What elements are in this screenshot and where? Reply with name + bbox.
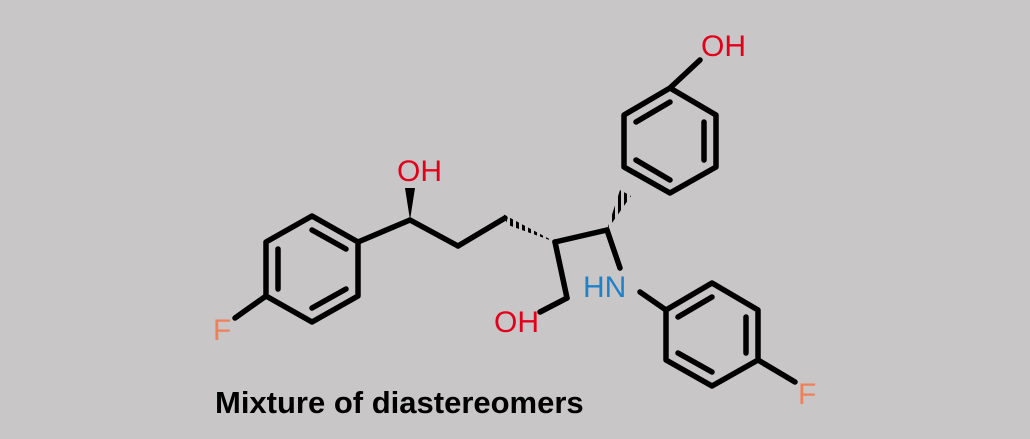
wedge-bond-benzylic-oh [405, 188, 415, 220]
atom-label-f-right: F [798, 378, 816, 411]
atom-label-f-left: F [213, 314, 231, 347]
atom-label-oh-benzylic: OH [397, 155, 442, 188]
caption: Mixture of diastereomers [215, 385, 584, 420]
bond-ring-to-f-left [232, 293, 269, 321]
carbon-chain [355, 215, 669, 315]
atom-label-oh-top: OH [701, 30, 746, 63]
phenol-ring [621, 85, 719, 196]
atom-label-hn: HN [583, 271, 626, 304]
hashed-bond-chain [503, 214, 555, 242]
right-fluorophenyl-ring [663, 280, 761, 389]
left-fluorophenyl-ring [263, 213, 361, 325]
bond-ring-to-f-right [755, 357, 798, 385]
hashed-bond-aryl [607, 190, 631, 230]
atom-label-oh-primary: OH [494, 306, 539, 339]
bond-ring-to-oh-top [667, 57, 703, 91]
